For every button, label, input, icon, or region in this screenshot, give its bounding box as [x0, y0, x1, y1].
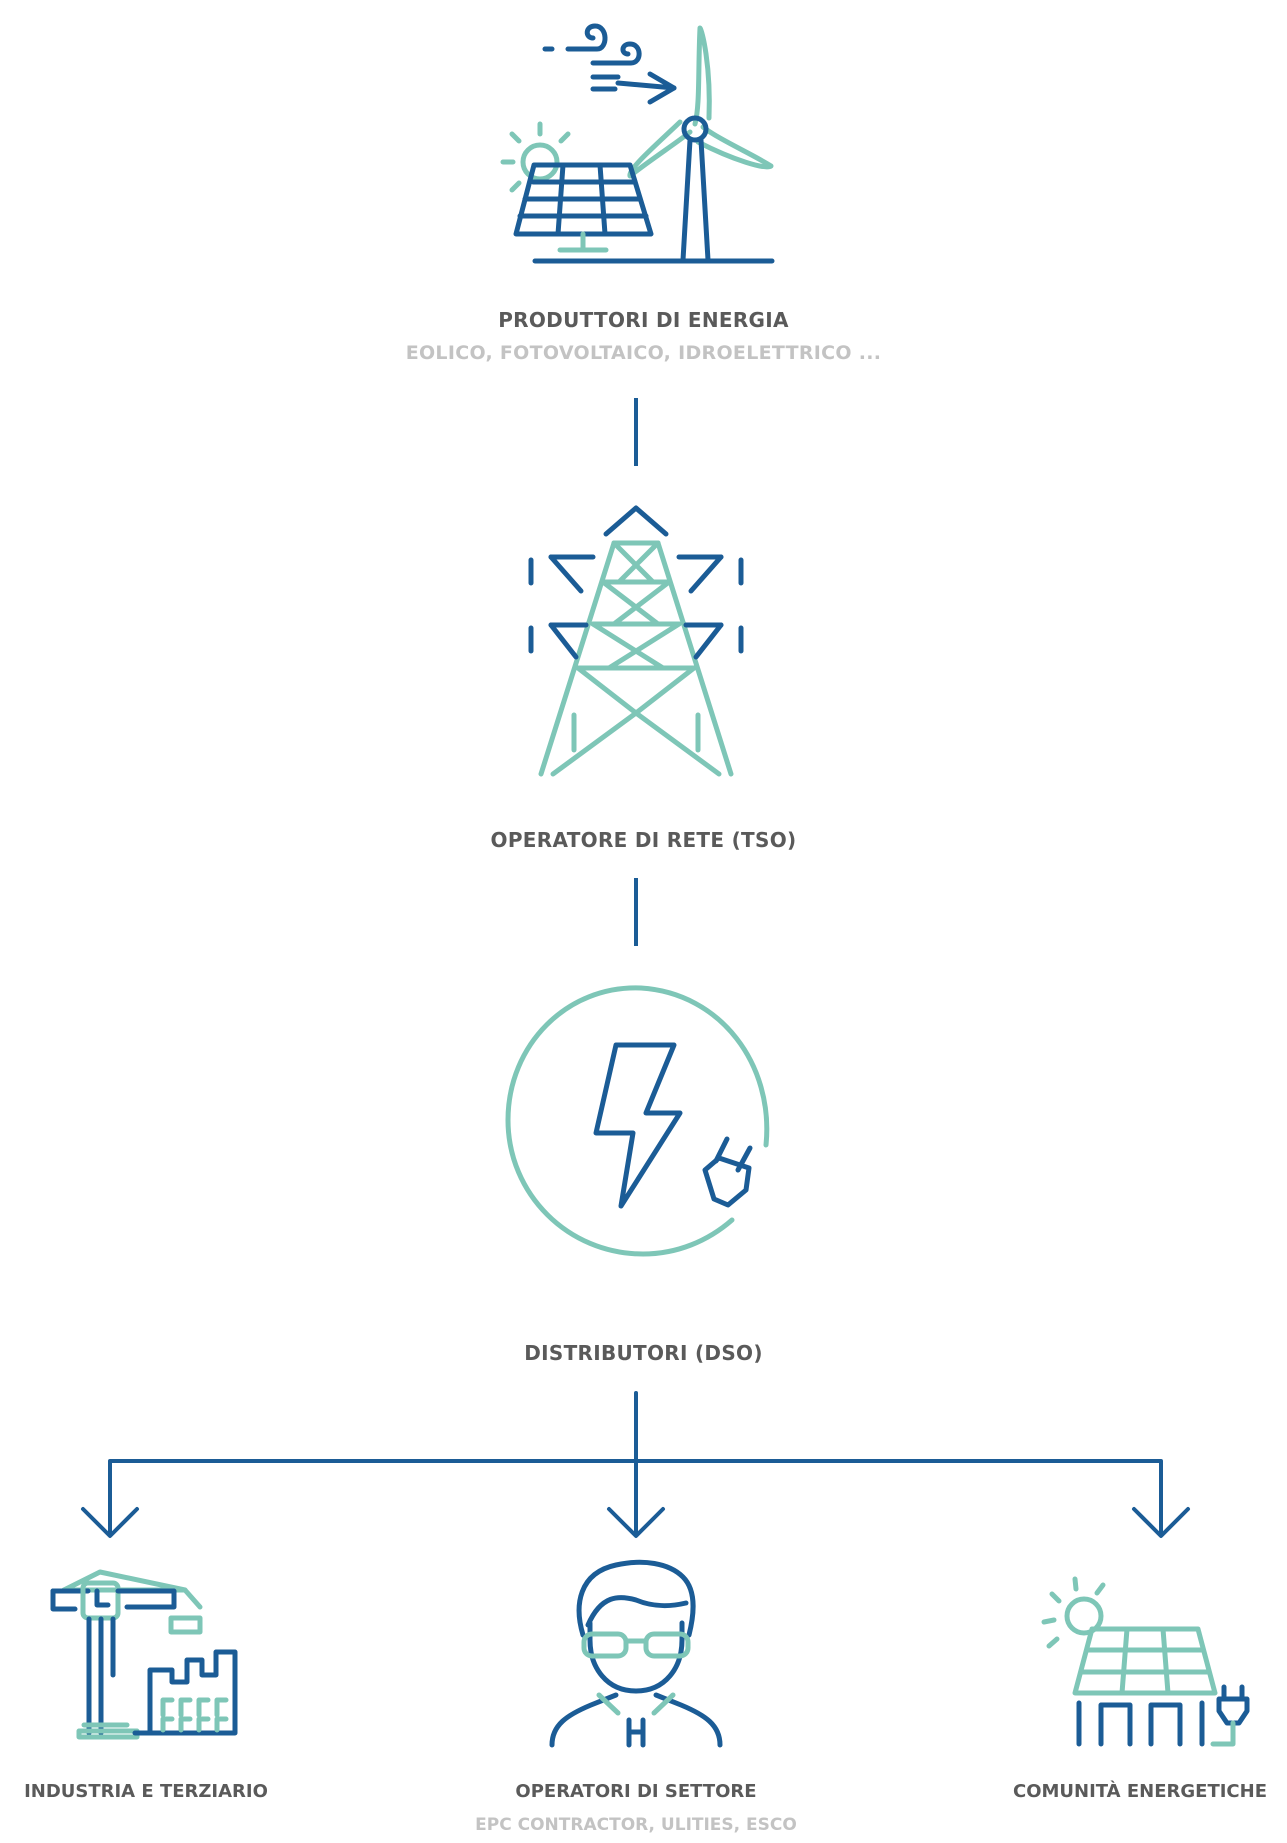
wind-solar-icon: [500, 23, 775, 264]
power-tower-icon: [528, 505, 744, 777]
producers-title: PRODUTTORI DI ENERGIA: [498, 308, 789, 332]
person-icon: [549, 1559, 723, 1748]
industry-title: INDUSTRIA E TERZIARIO: [24, 1781, 268, 1802]
producers-subtitle: EOLICO, FOTOVOLTAICO, IDROELETTRICO ...: [405, 342, 882, 364]
tso-title: OPERATORE DI RETE (TSO): [490, 828, 797, 852]
factory-crane-icon: [50, 1569, 238, 1740]
distribution-tree: [81, 1391, 1190, 1538]
dso-title: DISTRIBUTORI (DSO): [524, 1341, 763, 1365]
operators-title: OPERATORI DI SETTORE: [515, 1781, 757, 1802]
lightning-plug-icon: [505, 985, 770, 1257]
communities-title: COMUNITÀ ENERGETICHE: [1012, 1781, 1267, 1802]
solar-house-icon: [1041, 1576, 1250, 1747]
operators-subtitle: EPC CONTRACTOR, ULITIES, ESCO: [475, 1815, 797, 1835]
